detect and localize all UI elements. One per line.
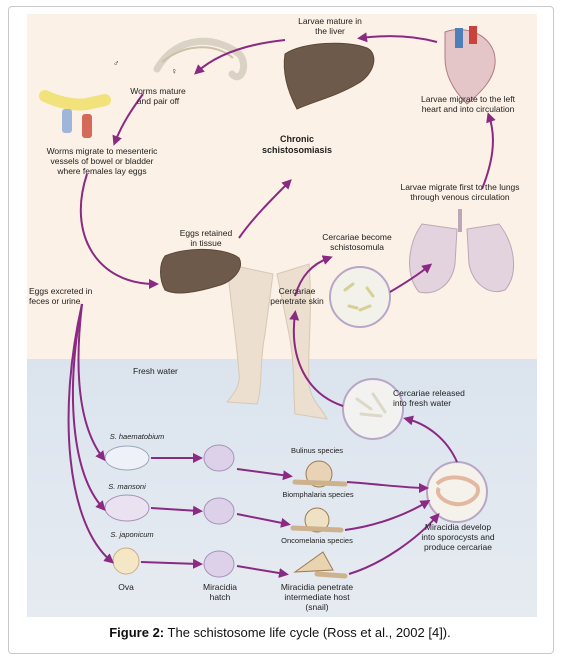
arrow-excreted-to-japonicum <box>67 303 115 564</box>
arrow-excreted-to-haematobium <box>77 303 106 462</box>
arrow-skin-to-schistosomula <box>294 255 333 297</box>
arrow-heart-to-liver <box>357 32 438 43</box>
life-cycle-illustration <box>39 26 515 579</box>
arrow-sporocyst-to-released <box>403 415 458 463</box>
arrow-released-to-skin <box>289 310 344 407</box>
snail-row <box>290 460 348 579</box>
lungs-illustration <box>409 209 515 294</box>
arrow-miracidia3-to-snail <box>236 565 289 578</box>
label-s-haematobium: S. haematobium <box>109 432 165 441</box>
liver-middle-illustration <box>160 248 241 294</box>
figure-caption: Figure 2: The schistosome life cycle (Ro… <box>8 625 552 640</box>
arrow-liver-to-worms <box>194 39 286 75</box>
arrow-eggs-to-chronic <box>238 179 292 239</box>
label-oncomelania: Oncomelania species <box>281 536 353 545</box>
arrow-miracidia1-to-snail <box>236 468 293 481</box>
label-biomphalaria: Biomphalaria species <box>282 490 354 499</box>
arrow-lungs-to-heart <box>481 112 496 190</box>
arrow-egg3-to-miracidia <box>140 558 203 569</box>
caption-label: Figure 2: <box>109 625 165 640</box>
heart-illustration <box>444 26 496 105</box>
miracidia-row <box>203 444 235 578</box>
arrow-worms-to-vessels <box>112 93 144 146</box>
arrow-egg2-to-miracidia <box>150 505 203 516</box>
label-fresh-water: Fresh water <box>133 366 178 376</box>
arrow-excreted-to-mansoni <box>72 303 106 511</box>
arrow-snail1-to-sporocyst <box>346 481 429 493</box>
arrow-snail3-to-sporocyst <box>348 512 440 575</box>
arrow-miracidia2-to-snail <box>236 513 291 528</box>
sporocyst-circle <box>426 461 488 523</box>
liver-top-illustration <box>283 42 375 110</box>
human-legs-illustration <box>225 263 328 420</box>
label-ova: Ova <box>118 582 134 592</box>
arrow-snail2-to-sporocyst <box>344 499 431 531</box>
female-symbol: ♀ <box>171 66 178 76</box>
label-bulinus: Bulinus species <box>290 446 344 455</box>
label-s-mansoni: S. mansoni <box>108 482 146 491</box>
cercariae-circle <box>342 378 404 440</box>
arrow-vessels-to-eggs-liver <box>79 173 159 289</box>
paired-worms-illustration <box>153 37 248 80</box>
egg-ova-row <box>104 445 150 575</box>
mesenteric-vessels-illustration <box>39 90 111 138</box>
male-symbol: ♂ <box>113 58 120 68</box>
label-s-japonicum: S. japonicum <box>110 530 154 539</box>
cycle-arrows <box>67 32 496 578</box>
caption-text: The schistosome life cycle (Ross et al.,… <box>164 625 451 640</box>
arrow-schistosomula-to-lungs <box>389 263 433 293</box>
schistosomula-circle <box>329 266 391 328</box>
